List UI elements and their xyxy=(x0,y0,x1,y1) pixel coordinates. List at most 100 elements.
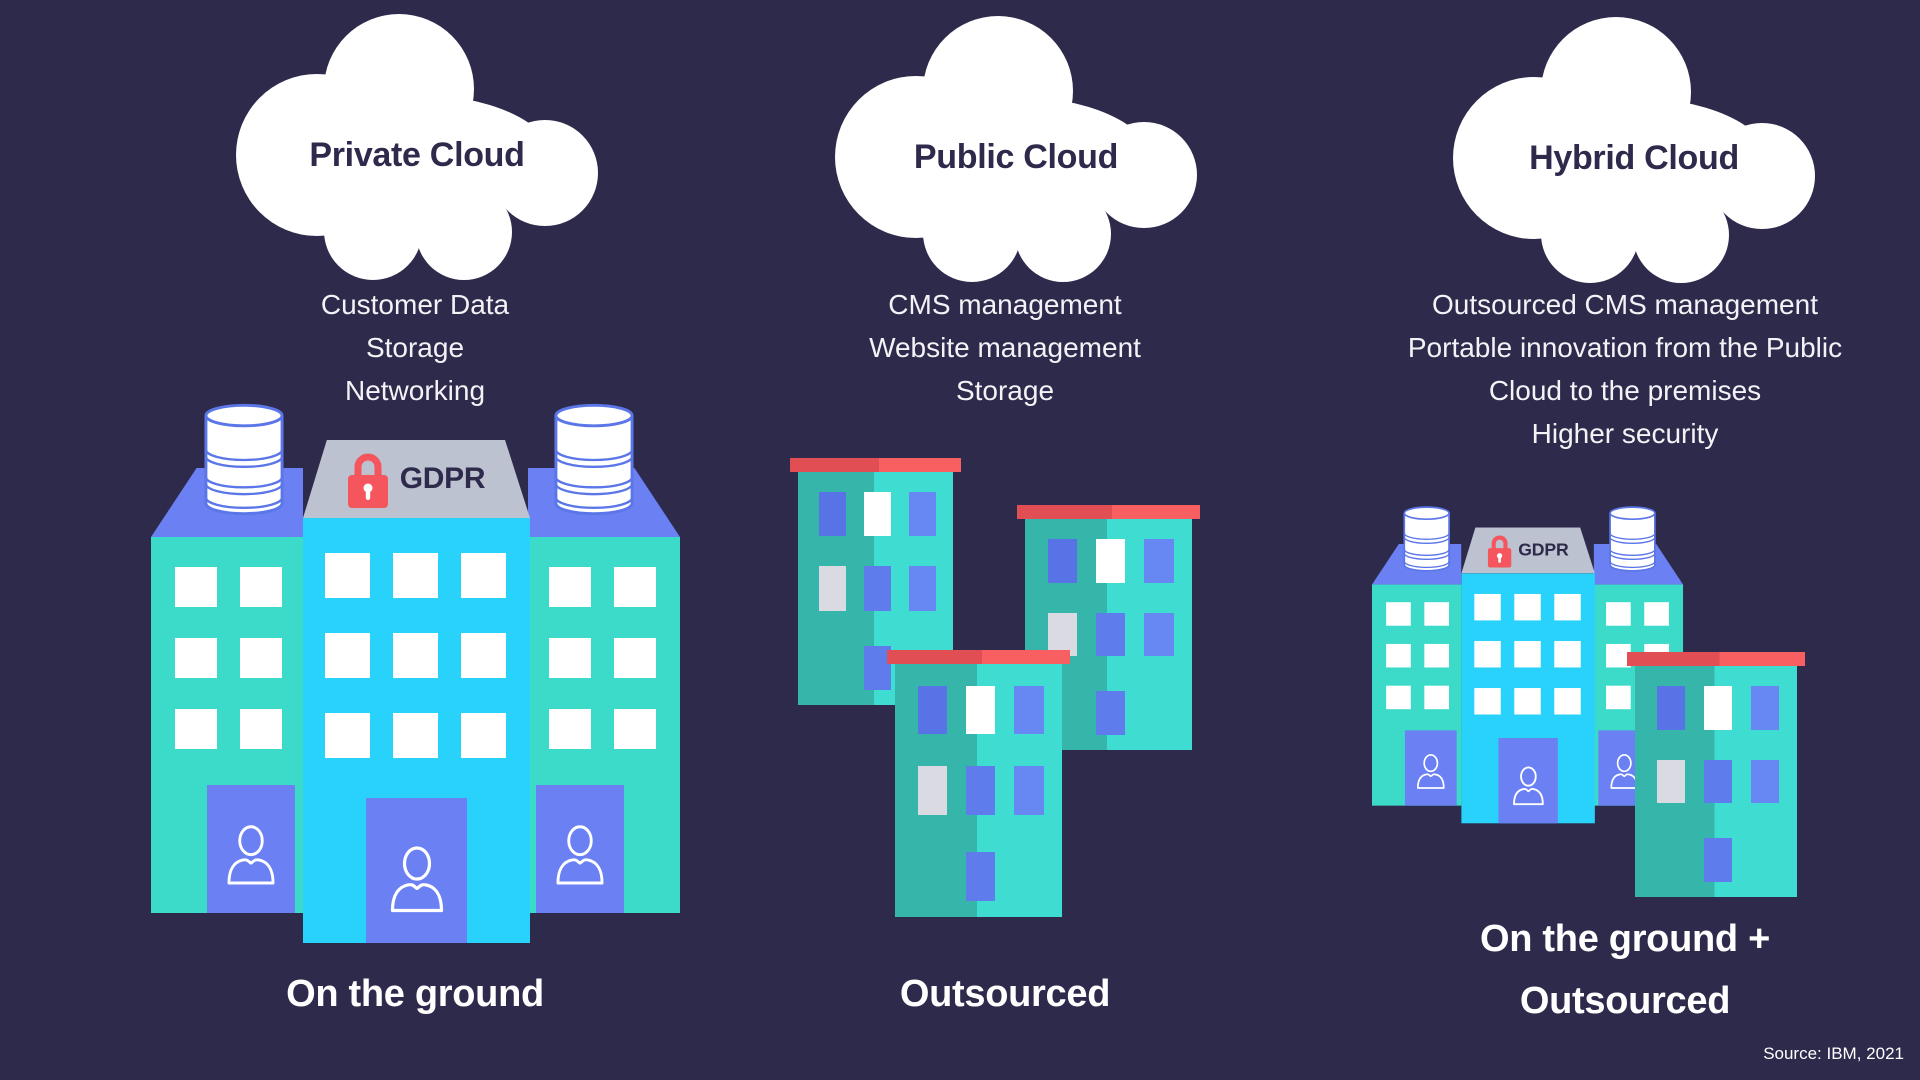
window xyxy=(1095,691,1126,735)
gdpr-badge-label: GDPR xyxy=(399,462,486,495)
deployment-label-line1: On the ground + xyxy=(1480,918,1770,960)
gdpr-sign xyxy=(1461,527,1595,574)
window xyxy=(461,633,506,678)
window xyxy=(908,491,936,537)
building-center-tower xyxy=(1461,573,1595,824)
window xyxy=(1703,759,1733,804)
office-building xyxy=(1627,652,1805,897)
window xyxy=(1656,759,1686,804)
window xyxy=(549,638,591,678)
feature-line: CMS management xyxy=(888,289,1122,320)
person-icon xyxy=(390,846,443,913)
feature-line: Storage xyxy=(365,332,465,363)
column-hybrid-cloud: Hybrid Cloud Outsourced CMS management P… xyxy=(1340,0,1910,1080)
window xyxy=(614,709,656,749)
window xyxy=(325,633,370,678)
window xyxy=(965,852,996,901)
private-cloud-title: Private Cloud xyxy=(309,136,525,174)
building-center-tower xyxy=(303,518,530,943)
window xyxy=(1386,602,1411,626)
window xyxy=(1424,685,1450,710)
cloud-icon: Private Cloud xyxy=(234,10,600,280)
column-private-cloud: Private Cloud Customer Data Storage Netw… xyxy=(60,0,770,1080)
window xyxy=(1144,612,1174,657)
window xyxy=(965,766,996,815)
gdpr-badge-label: GDPR xyxy=(1518,540,1569,560)
building-body xyxy=(1635,666,1797,897)
window xyxy=(1606,685,1631,710)
window xyxy=(818,566,847,611)
door xyxy=(207,785,295,913)
hybrid-cloud-features: Outsourced CMS management Portable innov… xyxy=(1340,283,1910,455)
window xyxy=(614,638,656,678)
door xyxy=(1404,730,1457,806)
window xyxy=(1474,593,1501,621)
window xyxy=(863,645,891,690)
feature-line: Storage xyxy=(955,375,1055,406)
database-icon xyxy=(1609,506,1656,572)
window xyxy=(175,709,217,749)
window xyxy=(1514,593,1541,621)
window xyxy=(1424,602,1450,626)
building-roof xyxy=(887,650,1070,664)
window xyxy=(175,567,217,607)
window xyxy=(461,713,506,758)
office-building xyxy=(887,650,1070,917)
windows-grid xyxy=(549,567,656,749)
window xyxy=(1514,641,1541,668)
feature-line: Portable innovation from the Public xyxy=(1407,332,1843,363)
window xyxy=(1424,643,1450,668)
window xyxy=(1386,685,1411,710)
window xyxy=(461,553,506,598)
window xyxy=(1554,593,1581,621)
public-cloud-title: Public Cloud xyxy=(913,138,1119,176)
window xyxy=(1386,643,1411,668)
window xyxy=(908,566,936,611)
windows-grid xyxy=(325,553,506,758)
private-cloud-building: GDPR xyxy=(151,400,680,943)
lock-icon xyxy=(1487,535,1512,568)
window xyxy=(1656,685,1686,730)
windows-grid xyxy=(1474,593,1581,715)
window xyxy=(1554,688,1581,715)
window xyxy=(1606,643,1631,668)
window xyxy=(1750,685,1780,730)
windows-grid xyxy=(175,567,282,749)
windows-grid xyxy=(1606,602,1669,710)
window xyxy=(240,709,282,749)
source-text: Source: IBM, 2021 xyxy=(1763,1044,1904,1063)
window xyxy=(393,633,438,678)
window xyxy=(965,685,996,734)
window xyxy=(1474,641,1501,668)
column-public-cloud: Public Cloud CMS management Website mana… xyxy=(700,0,1310,1080)
door xyxy=(1498,738,1558,824)
window xyxy=(917,766,947,815)
feature-line: Customer Data xyxy=(320,289,510,320)
building-roof xyxy=(1017,505,1200,519)
database-icon xyxy=(554,403,634,516)
building-body xyxy=(798,472,953,705)
window xyxy=(240,638,282,678)
window xyxy=(1703,838,1733,882)
window xyxy=(1750,759,1780,804)
office-building xyxy=(790,458,961,705)
deployment-label: On the ground xyxy=(286,973,544,1015)
hybrid-gdpr-building: GDPR xyxy=(1372,504,1684,824)
window xyxy=(1644,602,1669,626)
building-left-wing xyxy=(151,537,303,913)
person-icon xyxy=(556,825,604,885)
deployment-label-line2: Outsourced xyxy=(1519,980,1731,1022)
public-cloud-features: CMS management Website management Storag… xyxy=(700,283,1310,412)
cloud-icon: Public Cloud xyxy=(833,12,1199,282)
building-body xyxy=(895,664,1062,917)
window xyxy=(1144,538,1174,583)
window xyxy=(1095,612,1126,657)
window xyxy=(549,567,591,607)
window xyxy=(175,638,217,678)
window xyxy=(1514,688,1541,715)
door xyxy=(366,798,467,943)
door xyxy=(536,785,624,913)
building-right-wing xyxy=(528,537,680,913)
window xyxy=(1474,688,1501,715)
